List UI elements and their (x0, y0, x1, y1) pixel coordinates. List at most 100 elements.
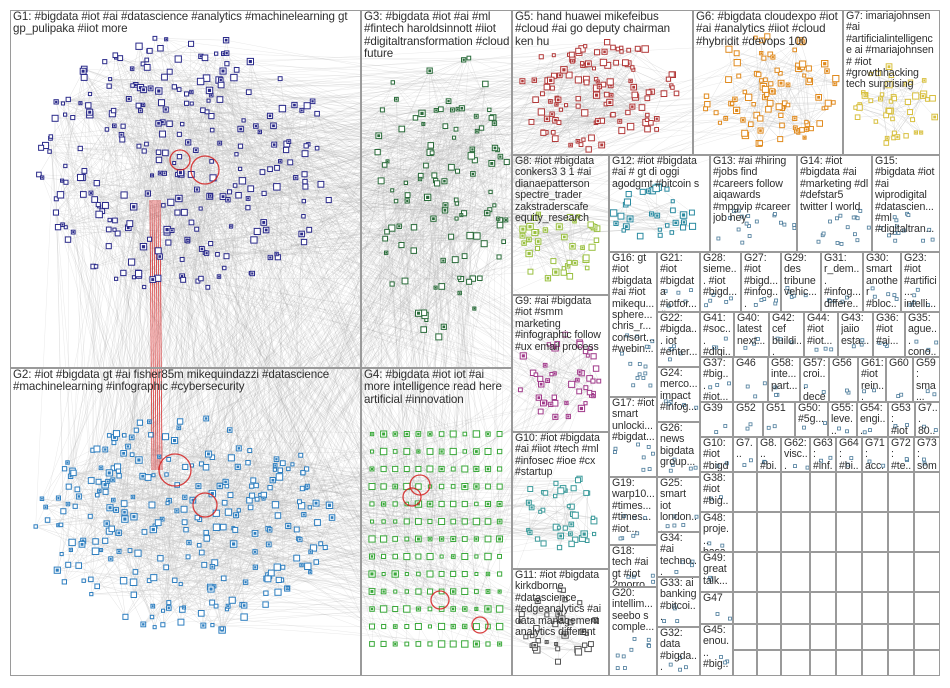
group-label: G19: warp10... #times... #times... #iot.… (612, 478, 655, 535)
group-label: G32: data #bigda... (660, 628, 697, 674)
group-panel-small (888, 472, 914, 512)
group-label: G51 (766, 403, 786, 414)
group-panel-small (888, 552, 914, 592)
group-label: G4: #bigdata #iot iot #ai more intellige… (364, 369, 505, 406)
group-panel-g3: G3: #bigdata #iot #ai #ml #fintech harol… (361, 10, 512, 368)
group-panel-g35: G35: ague... cono... (905, 312, 940, 357)
group-label: G45: enou... #big... (703, 625, 730, 676)
group-label: G18: tech #ai gt #iot 2morro... big... (612, 546, 654, 587)
group-panel-g9: G9: #ai #bigdata #iot #smm marketing #in… (512, 295, 609, 432)
group-panel-g39: G39 (700, 402, 733, 437)
node-cluster-g11 (518, 587, 599, 665)
group-label: G20: intellim... seebo s comple... (612, 588, 655, 634)
node-cluster-g8 (519, 211, 601, 282)
group-panel-small (733, 472, 757, 512)
group-panel-small (836, 512, 862, 552)
group-panel-g36: G36: #iot #ai... (873, 312, 905, 357)
group-panel-small (757, 552, 781, 592)
group-panel-g63: G63: #inf... (810, 437, 836, 472)
group-panel-small (810, 552, 836, 592)
group-label: G10: #iot #bigdata (703, 438, 729, 472)
group-label: G6: #bigdata cloudexpo #iot #ai #analyti… (696, 11, 841, 48)
group-panel-g14: G14: #iot #bigdata #ai #marketing #dl #d… (797, 155, 872, 252)
group-label: G33: ai banking #bitcoi... (660, 578, 697, 624)
group-label: G5: hand huawei mikefeibus #cloud #ai go… (515, 11, 674, 48)
group-panel-g72: G72: #te... (888, 437, 914, 472)
group-panel-g7x: G7... 80... (915, 402, 940, 437)
group-panel-small (781, 624, 810, 650)
group-label: G24: merco... impact #infog... (660, 368, 698, 414)
group-label: G57: croi... dece... (803, 358, 826, 402)
group-panel-g2: G2: #iot #bigdata gt #ai fisher85m mikeq… (10, 368, 361, 676)
group-panel-small (862, 552, 888, 592)
group-label: G14: #iot #bigdata #ai #marketing #dl #d… (800, 156, 869, 213)
group-panel-g20: G20: intellim... seebo s comple... (609, 587, 657, 676)
node-cluster-g12 (609, 183, 697, 240)
group-label: G63: #inf... (813, 438, 833, 472)
group-label: G38: #iot #big... (703, 473, 729, 511)
group-panel-g37: G37: #big... #iot... (700, 357, 733, 402)
nodes-layer (33, 33, 939, 672)
group-panel-g5: G5: hand huawei mikefeibus #cloud #ai go… (512, 10, 693, 155)
group-panel-g60: G60 (886, 357, 913, 402)
group-panel-small (914, 512, 940, 552)
group-label: G29: des tribune vehic... (784, 253, 819, 299)
group-panel-g22: G22: #bigda... iot #enter... (657, 312, 700, 367)
group-panel-small (733, 552, 757, 592)
group-panel-g61: G61: #iot rein... (858, 357, 886, 402)
node-cluster-g2 (33, 415, 336, 634)
group-panel-g38: G38: #iot #big... (700, 472, 733, 512)
group-label: G48: proje... basa... (703, 513, 729, 551)
group-panel-g11: G11: #iot #bigdata kirkdborne #datascien… (512, 569, 609, 676)
group-panel-g15: G15: #bigdata #iot #ai wiprodigital #dat… (872, 155, 940, 252)
group-panel-small (836, 552, 862, 592)
group-panel-g7: G7: imariajohnsen #ai #artificialintelli… (843, 10, 940, 155)
group-panel-small (781, 592, 810, 624)
group-panel-small (914, 650, 940, 676)
group-panel-small (757, 624, 781, 650)
group-label: G62: visc... (784, 438, 808, 472)
group-panel-g27: G27: #iot #bigd... #infog... (741, 252, 781, 312)
node-cluster-g10 (525, 475, 598, 551)
group-panel-g34: G34: #ai techno... (657, 532, 700, 577)
group-label: G28: sieme... #iot #bigd... (703, 253, 737, 299)
group-panel-g29: G29: des tribune vehic... (781, 252, 821, 312)
group-label: G9: #ai #bigdata #iot #smm marketing #in… (515, 296, 604, 353)
group-panel-g50: G50: #5g... (795, 402, 828, 437)
group-label: G64: #bi... (839, 438, 859, 472)
group-label: G58: inte... part... (771, 358, 798, 392)
group-panel-g7a: G7... (733, 437, 757, 472)
group-panel-small (836, 472, 862, 512)
group-panel-g8a: G8... #bi... (757, 437, 781, 472)
group-panel-g45: G45: enou... #big... (700, 624, 733, 676)
group-label: G46 (736, 358, 756, 369)
group-panel-g30: G30: smart another #bloc... (863, 252, 901, 312)
group-panel-g51: G51 (763, 402, 795, 437)
group-panel-small (781, 650, 810, 676)
group-label: G50: #5g... (798, 403, 824, 426)
group-label: G42: cef buildi... (772, 313, 802, 357)
group-panel-g16: G16: gt #iot #bigdata #ai #iot mikequ...… (609, 252, 657, 397)
group-panel-small (757, 592, 781, 624)
group-panel-small (914, 552, 940, 592)
group-label: G8... #bi... (760, 438, 777, 472)
group-panel-small (914, 592, 940, 624)
group-label: G13: #ai #hiring #jobs find #careers fol… (713, 156, 794, 225)
node-cluster-g9 (518, 331, 602, 420)
group-label: G8: #iot #bigdata conkers3 3 1 #ai diana… (515, 156, 597, 225)
group-panel-g53: G53: #iot (888, 402, 915, 437)
group-panel-g59: G59: sma... tam... (913, 357, 940, 402)
group-panel-g73: G73: som... (914, 437, 940, 472)
group-panel-small (862, 472, 888, 512)
group-panel-small (810, 592, 836, 624)
group-panel-g18: G18: tech #ai gt #iot 2morro... big... (609, 545, 657, 587)
group-panel-small (836, 624, 862, 650)
group-label: G12: #iot #bigdata #ai # gt di oggi agod… (612, 156, 700, 190)
group-label: G23: #iot #artifici... intelli... (904, 253, 937, 310)
group-panel-g47: G47 (700, 592, 733, 624)
group-panel-small (836, 650, 862, 676)
node-cluster-g4 (368, 430, 504, 648)
node-cluster-g6 (703, 33, 840, 147)
group-panel-small (810, 650, 836, 676)
